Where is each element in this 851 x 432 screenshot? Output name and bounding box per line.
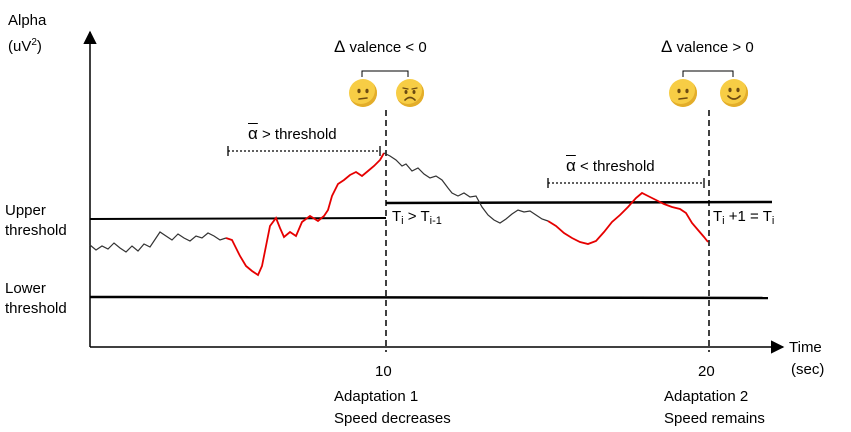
valence-positive-bracket [682,70,734,77]
adaptation-1-title: Adaptation 1 [334,388,419,405]
x-axis-label: Time [789,339,822,356]
adaptation-1-desc: Speed decreases [334,410,451,427]
signal-trace-red-1 [225,152,385,277]
threshold-rule-2: Ti +1 = Ti [713,208,775,227]
upper-threshold-label-2: threshold [5,222,67,239]
signal-trace-red-2 [547,191,709,245]
valence-negative-bracket [361,70,409,77]
y-axis-unit: (uV2) [8,37,42,56]
upper-threshold-line-new [385,200,773,205]
signal-trace-dark-1 [89,231,227,253]
x-axis-unit: (sec) [791,361,825,378]
valence-negative-label: Δ valence < 0 [334,37,427,57]
threshold-rule-1: Ti > Ti-1 [392,208,442,227]
above-threshold-label: α > threshold [248,124,337,144]
neutral-face-icon [669,79,697,107]
adaptation-2-desc: Speed remains [664,410,765,427]
tick-20: 20 [698,363,715,380]
lower-threshold-label-2: threshold [5,300,67,317]
upper-threshold-line-old [89,217,387,220]
neutral-face-icon [349,79,377,107]
valence-positive-label: Δ valence > 0 [661,37,754,57]
tick-10: 10 [375,363,392,380]
smiling-face-icon [720,79,748,107]
y-axis-label: Alpha [8,12,47,29]
frowning-face-icon [396,79,424,107]
signal-trace-dark-2 [383,152,549,224]
adaptation-2-title: Adaptation 2 [664,388,749,405]
upper-threshold-label-1: Upper [5,202,46,219]
below-threshold-label: α < threshold [566,156,655,176]
lower-threshold-label-1: Lower [5,280,46,297]
lower-threshold-line [89,295,769,300]
